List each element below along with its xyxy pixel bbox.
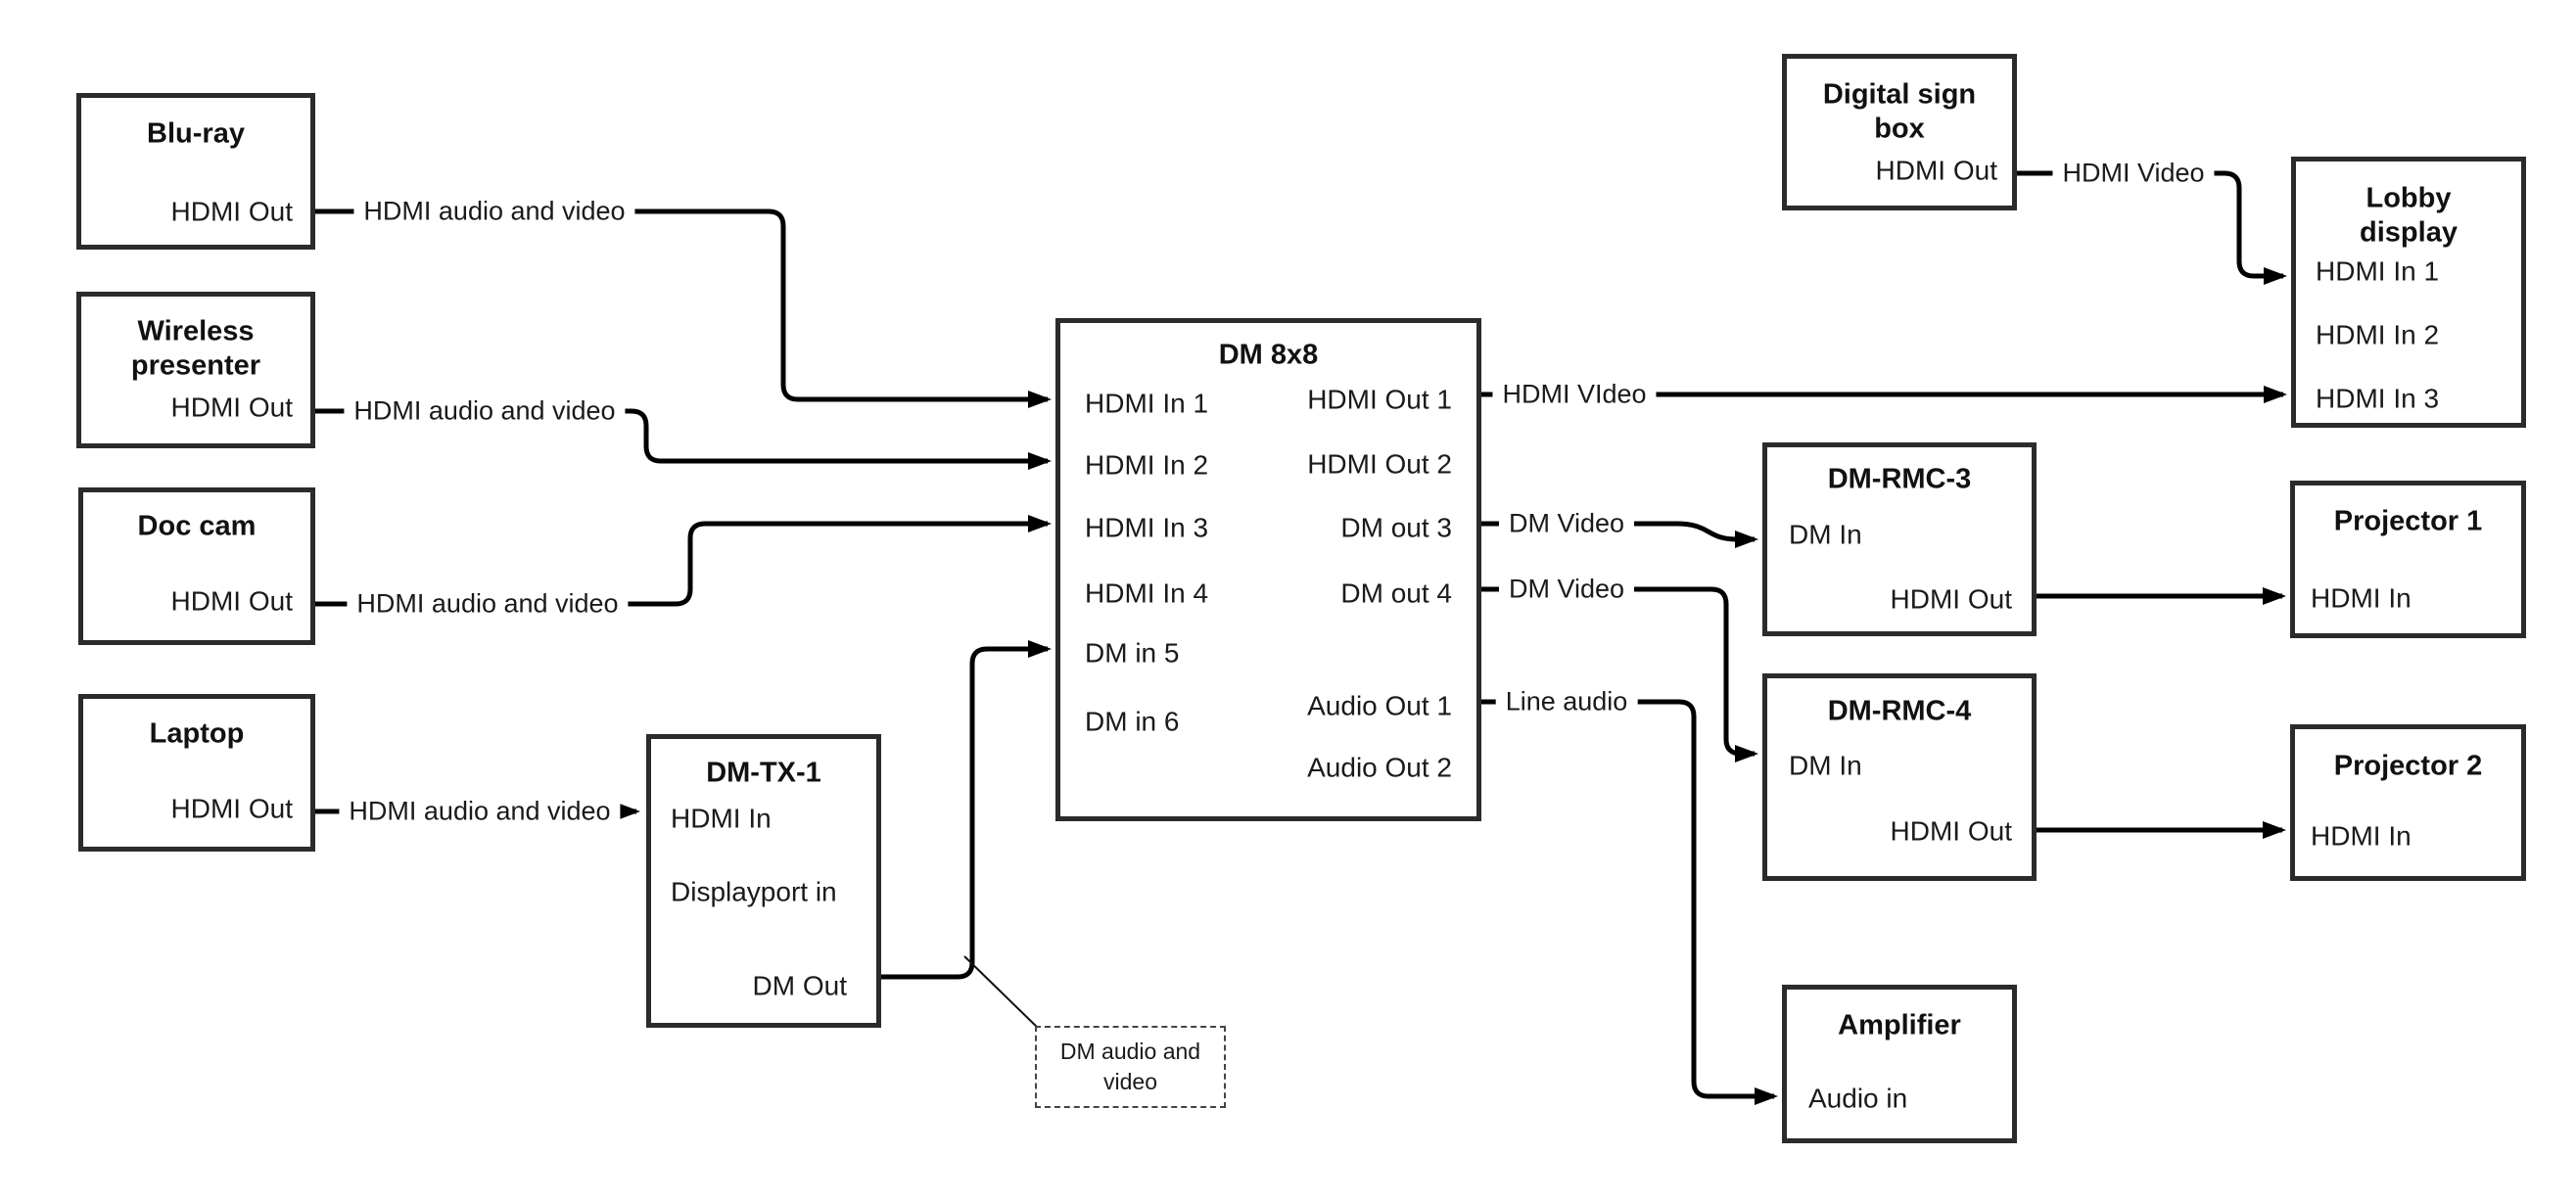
node-wireless-presenter-title: Wireless presenter xyxy=(130,315,261,382)
port-dm8x8-hdmi-in-4: HDMI In 4 xyxy=(1085,577,1209,609)
port-projector2-hdmi-in: HDMI In xyxy=(2311,820,2412,852)
wire-wireless-to-dm8x8-in2 xyxy=(315,408,1052,470)
node-doccam-title: Doc cam xyxy=(137,510,257,542)
cable-label-signbox: HDMI Video xyxy=(2052,158,2215,189)
port-lobby-hdmi-in-1: HDMI In 1 xyxy=(2316,255,2440,287)
wire-dmtx1-to-dm8x8-in5 xyxy=(881,640,1052,980)
node-bluray-title: Blu-ray xyxy=(147,117,245,150)
node-lobby-display-title: Lobby display xyxy=(2360,182,2458,249)
node-laptop: Laptop HDMI Out xyxy=(78,694,315,852)
port-dmtx1-dm-out: DM Out xyxy=(752,970,847,1001)
port-rmc3-dm-in: DM In xyxy=(1789,519,1862,550)
port-amplifier-audio-in: Audio in xyxy=(1808,1083,1908,1114)
port-dm8x8-audio-out-1: Audio Out 1 xyxy=(1307,690,1452,721)
port-dm8x8-hdmi-out-1: HDMI Out 1 xyxy=(1307,384,1452,415)
cable-label-dm-out3: DM Video xyxy=(1498,508,1635,539)
port-dm8x8-audio-out-2: Audio Out 2 xyxy=(1307,752,1452,783)
wire-dm8x8-audio1-to-amp xyxy=(1481,699,1778,1105)
port-rmc4-dm-in: DM In xyxy=(1789,750,1862,781)
node-dmtx1-title: DM-TX-1 xyxy=(706,757,821,789)
port-rmc4-hdmi-out: HDMI Out xyxy=(1890,815,2012,847)
port-projector1-hdmi-in: HDMI In xyxy=(2311,582,2412,614)
node-wireless-presenter: Wireless presenter HDMI Out xyxy=(76,292,315,448)
port-dm8x8-dm-in-6: DM in 6 xyxy=(1085,706,1180,737)
port-bluray-hdmi-out: HDMI Out xyxy=(170,196,293,227)
node-laptop-title: Laptop xyxy=(149,717,245,750)
node-rmc3: DM-RMC-3 DM In HDMI Out xyxy=(1762,442,2037,636)
annotation-dm-audio-video: DM audio and video xyxy=(1035,1026,1226,1108)
port-dmtx1-hdmi-in: HDMI In xyxy=(671,803,772,834)
port-wireless-hdmi-out: HDMI Out xyxy=(170,392,293,423)
node-dm8x8-title: DM 8x8 xyxy=(1218,339,1319,371)
annotation-leader-line xyxy=(963,955,1042,1032)
node-doccam: Doc cam HDMI Out xyxy=(78,487,315,645)
node-projector2: Projector 2 HDMI In xyxy=(2290,724,2526,881)
port-dm8x8-hdmi-in-3: HDMI In 3 xyxy=(1085,512,1209,543)
cable-label-hdmi-out1: HDMI VIdeo xyxy=(1492,379,1657,410)
node-rmc4-title: DM-RMC-4 xyxy=(1827,695,1972,727)
port-dmtx1-displayport-in: Displayport in xyxy=(671,876,837,907)
port-dm8x8-dm-in-5: DM in 5 xyxy=(1085,637,1180,669)
node-signbox-title: Digital sign box xyxy=(1822,78,1977,145)
cable-label-wireless: HDMI audio and video xyxy=(344,395,626,427)
node-projector1-title: Projector 1 xyxy=(2333,505,2483,537)
node-dm8x8: DM 8x8 HDMI In 1 HDMI In 2 HDMI In 3 HDM… xyxy=(1055,318,1481,821)
wire-dm8x8-out3-to-rmc3 xyxy=(1481,521,1758,548)
node-projector2-title: Projector 2 xyxy=(2333,750,2483,782)
port-dm8x8-dm-out-4: DM out 4 xyxy=(1340,577,1452,609)
cable-label-laptop: HDMI audio and video xyxy=(339,796,621,827)
node-lobby-display: Lobby display HDMI In 1 HDMI In 2 HDMI I… xyxy=(2291,157,2526,428)
port-doccam-hdmi-out: HDMI Out xyxy=(170,585,293,617)
port-dm8x8-hdmi-in-2: HDMI In 2 xyxy=(1085,449,1209,481)
node-dmtx1: DM-TX-1 HDMI In Displayport in DM Out xyxy=(646,734,881,1028)
port-lobby-hdmi-in-2: HDMI In 2 xyxy=(2316,319,2440,350)
cable-label-bluray: HDMI audio and video xyxy=(353,196,635,227)
cable-label-doccam: HDMI audio and video xyxy=(347,588,629,620)
node-projector1: Projector 1 HDMI In xyxy=(2290,481,2526,638)
node-amplifier-title: Amplifier xyxy=(1838,1009,1961,1041)
port-dm8x8-dm-out-3: DM out 3 xyxy=(1340,512,1452,543)
wire-doccam-to-dm8x8-in3 xyxy=(315,515,1052,607)
node-signbox: Digital sign box HDMI Out xyxy=(1782,54,2017,210)
wire-dm8x8-out4-to-rmc4 xyxy=(1481,586,1758,762)
node-rmc4: DM-RMC-4 DM In HDMI Out xyxy=(1762,673,2037,881)
port-dm8x8-hdmi-out-2: HDMI Out 2 xyxy=(1307,448,1452,480)
node-amplifier: Amplifier Audio in xyxy=(1782,985,2017,1143)
port-dm8x8-hdmi-in-1: HDMI In 1 xyxy=(1085,388,1209,419)
wire-signbox-to-lobby-in1 xyxy=(2017,170,2287,285)
port-signbox-hdmi-out: HDMI Out xyxy=(1875,155,1997,186)
cable-label-line-audio: Line audio xyxy=(1495,686,1638,717)
cable-label-dm-out4: DM Video xyxy=(1498,574,1635,605)
node-rmc3-title: DM-RMC-3 xyxy=(1827,463,1972,495)
port-laptop-hdmi-out: HDMI Out xyxy=(170,793,293,824)
port-rmc3-hdmi-out: HDMI Out xyxy=(1890,583,2012,615)
wire-bluray-to-dm8x8-in1 xyxy=(315,208,1052,408)
port-lobby-hdmi-in-3: HDMI In 3 xyxy=(2316,383,2440,414)
node-bluray: Blu-ray HDMI Out xyxy=(76,93,315,250)
